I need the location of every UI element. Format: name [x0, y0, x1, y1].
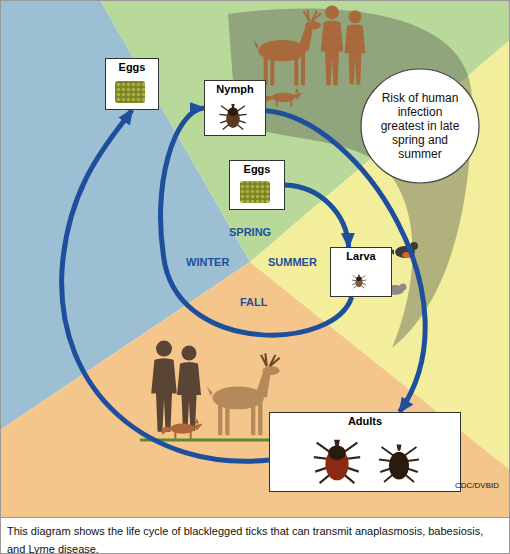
season-label: FALL: [240, 296, 268, 308]
stage-box: Eggs: [229, 160, 285, 210]
fall-quadrant: [0, 262, 510, 518]
stage-icon: [230, 179, 284, 209]
season-label: SUMMER: [268, 256, 317, 268]
caption-panel: This diagram shows the life cycle of bla…: [0, 518, 510, 554]
frame: [1, 1, 510, 518]
stage-name: Larva: [331, 248, 391, 262]
cycle-arrow: [285, 185, 349, 247]
risk-circle: Risk of human infection greatest in late…: [360, 68, 480, 184]
cycle-arrow: [161, 108, 352, 335]
credit-label: CDC/DVBID: [455, 481, 499, 490]
stage-box: Adults: [269, 412, 461, 492]
stage-icon: [270, 431, 460, 491]
stage-icon: [205, 97, 265, 135]
stage-name: Eggs: [230, 161, 284, 175]
risk-note: Risk of human infection greatest in late…: [376, 91, 464, 161]
stage-box: Nymph: [204, 80, 266, 136]
stage-name: Adults: [270, 413, 460, 427]
fall-hosts: [151, 341, 201, 432]
season-label: WINTER: [186, 256, 229, 268]
spring-hosts: [253, 5, 365, 107]
stage-icon: [331, 268, 391, 296]
stage-name: Eggs: [106, 59, 158, 73]
stage-name: Nymph: [205, 81, 265, 95]
caption-text: This diagram shows the life cycle of bla…: [7, 525, 483, 554]
stage-box: Larva: [330, 247, 392, 297]
stage-icon: [106, 77, 158, 109]
stage-box: Eggs: [105, 58, 159, 110]
season-label: SPRING: [229, 226, 271, 238]
fall-fox: [162, 418, 203, 438]
